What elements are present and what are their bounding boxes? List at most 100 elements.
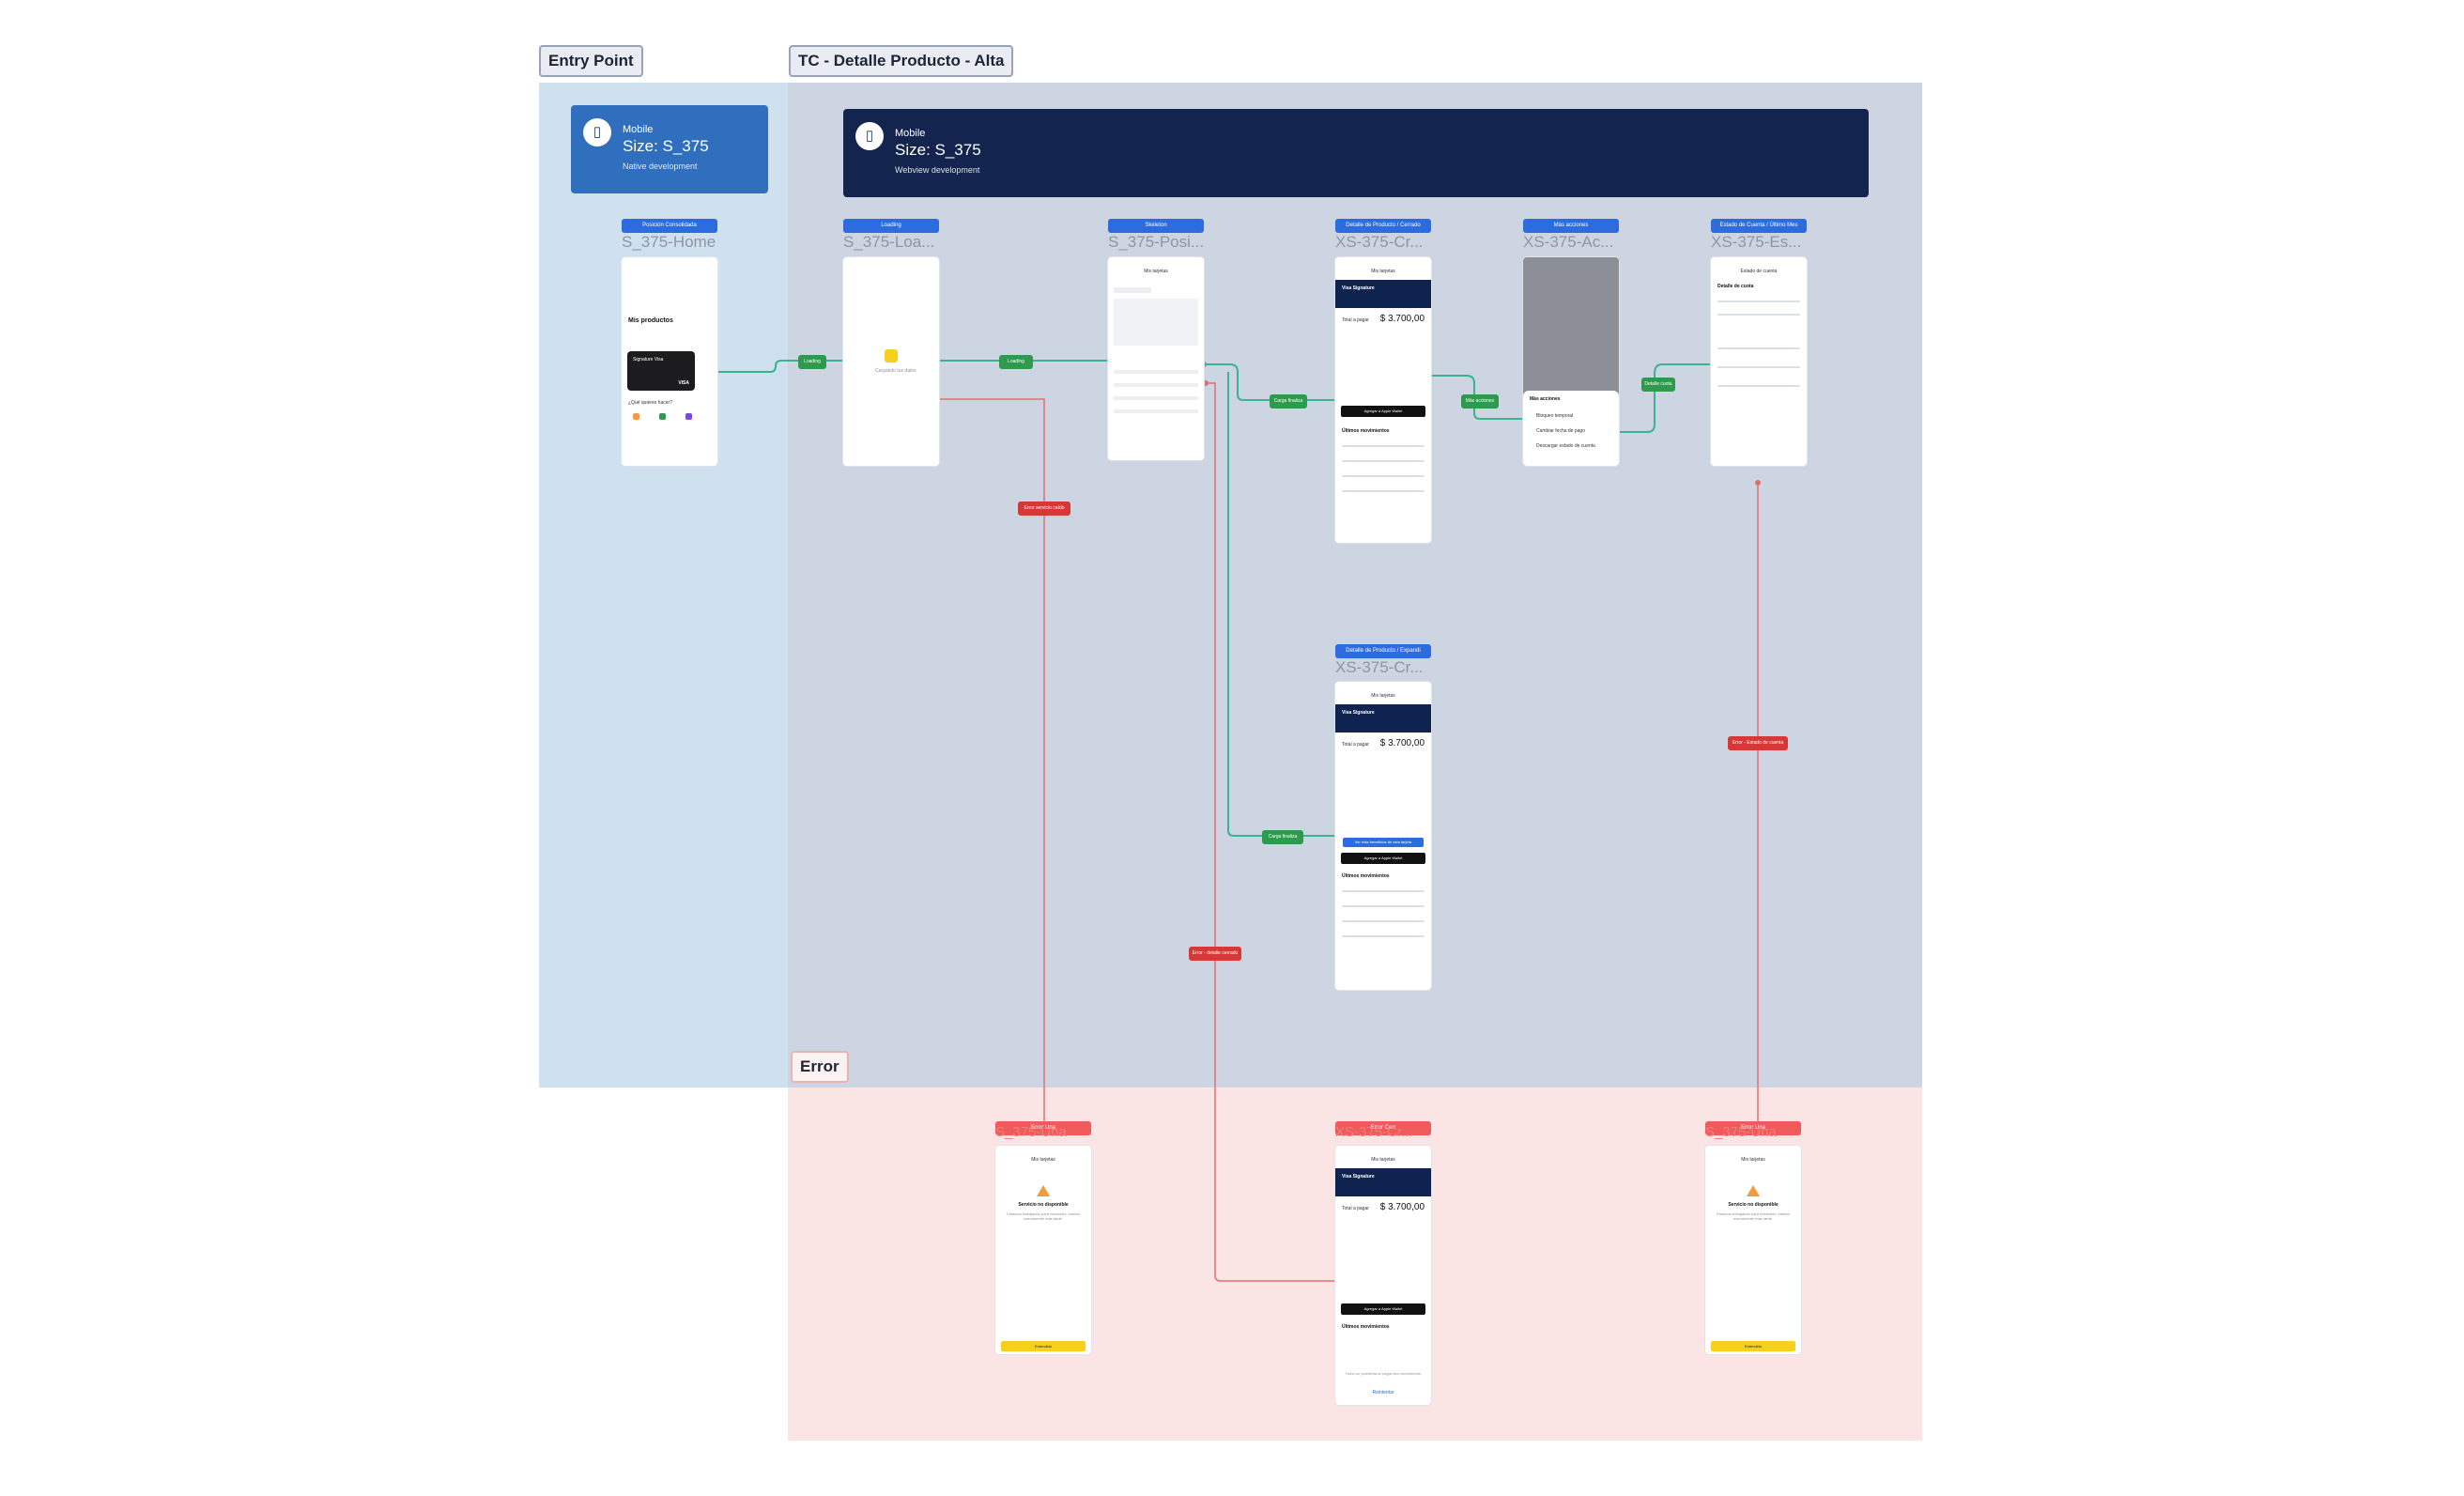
nav-title: Mis tarjetas — [1144, 269, 1168, 274]
section-label-main[interactable]: TC - Detalle Producto - Alta — [789, 45, 1014, 77]
action-icon[interactable] — [659, 413, 666, 420]
action-item[interactable]: Bloqueo temporal — [1536, 413, 1574, 419]
wallet-button[interactable]: Agregar a Apple Wallet — [1341, 1303, 1425, 1315]
frame-title-error-3: S_375-Una — [1705, 1124, 1777, 1140]
skeleton-block — [1114, 299, 1198, 346]
error-ok-button[interactable]: Entendido — [1001, 1341, 1086, 1351]
move-row[interactable] — [1342, 445, 1424, 447]
credit-card[interactable]: Signature Visa VISA — [627, 351, 695, 391]
entry-point-region — [539, 83, 788, 1087]
frame-tag-error-1: Error Una — [995, 1121, 1091, 1135]
frame-tag-detalle-expandido: Detalle de Producto / Expandi — [1335, 644, 1431, 658]
error-ok-button[interactable]: Entendido — [1711, 1341, 1795, 1351]
device-size: Size: S_375 — [895, 141, 981, 159]
device-type: Mobile — [895, 128, 926, 139]
connector-carga-finaliza[interactable]: Carga finaliza — [1270, 394, 1307, 409]
connector-error-1[interactable]: Error servicio caído — [1018, 501, 1070, 516]
connector-loading-2[interactable]: Loading — [999, 355, 1033, 369]
device-card-webview[interactable]: ▯ Mobile Size: S_375 Webview development — [843, 109, 1869, 197]
action-icon[interactable] — [685, 413, 692, 420]
device-type: Mobile — [623, 124, 654, 135]
screen-skeleton[interactable]: Mis tarjetas — [1108, 257, 1204, 460]
device-card-native[interactable]: ▯ Mobile Size: S_375 Native development — [571, 105, 768, 193]
estado-sub: Detalle de cuota — [1717, 284, 1754, 289]
section-label-error[interactable]: Error — [791, 1051, 849, 1083]
amount-label: Total a pagar — [1342, 742, 1369, 748]
estado-row — [1717, 314, 1800, 316]
move-row[interactable] — [1342, 935, 1424, 937]
move-row[interactable] — [1342, 905, 1424, 907]
skeleton-line — [1114, 409, 1198, 413]
screen-error-3[interactable]: Mis tarjetas Servicio no disponible Esta… — [1705, 1146, 1801, 1354]
action-icon[interactable] — [633, 413, 639, 420]
move-row[interactable] — [1342, 920, 1424, 922]
amount-value: $ 3.700,00 — [1379, 314, 1424, 324]
move-row[interactable] — [1342, 490, 1424, 492]
card-name: Signature Visa — [633, 357, 664, 362]
skeleton-line — [1114, 287, 1151, 293]
nav-title: Mis tarjetas — [1741, 1157, 1765, 1163]
nav-title: Mis tarjetas — [1371, 269, 1395, 274]
card-hero: Visa Signature — [1335, 1168, 1431, 1196]
frame-tag-estado-cuenta: Estado de Cuenta / Último Mes — [1711, 219, 1807, 233]
phone-icon: ▯ — [583, 118, 611, 147]
expand-benefits-button[interactable]: Ver más beneficios de esta tarjeta — [1343, 838, 1424, 847]
move-row[interactable] — [1342, 460, 1424, 462]
frame-tag-acciones: Más acciones — [1523, 219, 1619, 233]
connector-error-2[interactable]: Error - detalle cerrado — [1189, 947, 1241, 961]
screen-error-2[interactable]: Mis tarjetas Visa Signature Total a paga… — [1335, 1146, 1431, 1405]
screen-detalle-cerrado[interactable]: Mis tarjetas Visa Signature Total a paga… — [1335, 257, 1431, 543]
frame-tag-error-2: Error Cerr — [1335, 1121, 1431, 1135]
phone-icon: ▯ — [855, 122, 884, 150]
estado-row — [1717, 347, 1800, 349]
frame-title-skeleton: S_375-Posi... — [1108, 233, 1205, 251]
connector-carga-finaliza-2[interactable]: Carga finaliza — [1262, 830, 1303, 844]
warning-icon — [1037, 1185, 1050, 1196]
frame-title-detalle-expandido: XS-375-Cr... — [1335, 658, 1424, 676]
screen-acciones[interactable]: Más acciones Bloqueo temporal Cambiar fe… — [1523, 257, 1619, 466]
estado-row — [1717, 301, 1800, 302]
connector-mas-acciones[interactable]: Más acciones — [1461, 394, 1499, 409]
loading-text: Cargando tus datos — [875, 368, 916, 374]
last-moves-title: Últimos movimientos — [1342, 1324, 1390, 1330]
retry-link[interactable]: Reintentar — [1372, 1390, 1394, 1396]
error-description: Estamos trabajando para resolverlo, inte… — [1717, 1211, 1790, 1221]
frame-tag-loading: Loading — [843, 219, 939, 233]
wallet-button[interactable]: Agregar a Apple Wallet — [1341, 406, 1425, 417]
connector-detalle-cuota[interactable]: Detalle cuota — [1641, 378, 1675, 392]
card-hero: Visa Signature — [1335, 704, 1431, 733]
device-development: Webview development — [895, 165, 980, 175]
skeleton-line — [1114, 396, 1198, 400]
last-moves-title: Últimos movimientos — [1342, 428, 1390, 434]
estado-title: Estado de cuenta — [1740, 269, 1778, 274]
screen-estado-cuenta[interactable]: Estado de cuenta Detalle de cuota — [1711, 257, 1807, 466]
warning-icon — [1747, 1185, 1760, 1196]
hero-title: Visa Signature — [1342, 285, 1375, 291]
frame-tag-error-3: Error Una — [1705, 1121, 1801, 1135]
device-size: Size: S_375 — [623, 137, 709, 155]
screen-loading[interactable]: Cargando tus datos — [843, 257, 939, 466]
hero-title: Visa Signature — [1342, 710, 1375, 716]
action-item[interactable]: Cambiar fecha de pago — [1536, 428, 1585, 434]
amount-value: $ 3.700,00 — [1379, 1202, 1424, 1212]
screen-detalle-expandido[interactable]: Mis tarjetas Visa Signature Total a paga… — [1335, 682, 1431, 990]
frame-tag-skeleton: Skeleton — [1108, 219, 1204, 233]
wallet-button[interactable]: Agregar a Apple Wallet — [1341, 853, 1425, 864]
hero-title: Visa Signature — [1342, 1174, 1375, 1180]
home-question: ¿Qué quieres hacer? — [628, 400, 672, 406]
action-item[interactable]: Descargar estado de cuenta — [1536, 443, 1595, 449]
frame-title-estado-cuenta: XS-375-Es... — [1711, 233, 1802, 251]
frame-title-loading: S_375-Loa... — [843, 233, 935, 251]
actions-sheet: Más acciones Bloqueo temporal Cambiar fe… — [1523, 391, 1619, 466]
move-row[interactable] — [1342, 890, 1424, 892]
amount-value: $ 3.700,00 — [1379, 738, 1424, 748]
screen-home[interactable]: Mis productos Signature Visa VISA ¿Qué q… — [622, 257, 717, 466]
nav-title: Mis tarjetas — [1371, 1157, 1395, 1163]
estado-row — [1717, 385, 1800, 387]
screen-error-1[interactable]: Mis tarjetas Servicio no disponible Esta… — [995, 1146, 1091, 1354]
skeleton-line — [1114, 383, 1198, 387]
move-row[interactable] — [1342, 475, 1424, 477]
connector-loading[interactable]: Loading — [798, 355, 826, 369]
section-label-entry[interactable]: Entry Point — [539, 45, 643, 77]
connector-error-3[interactable]: Error - Estado de cuenta — [1728, 736, 1788, 750]
